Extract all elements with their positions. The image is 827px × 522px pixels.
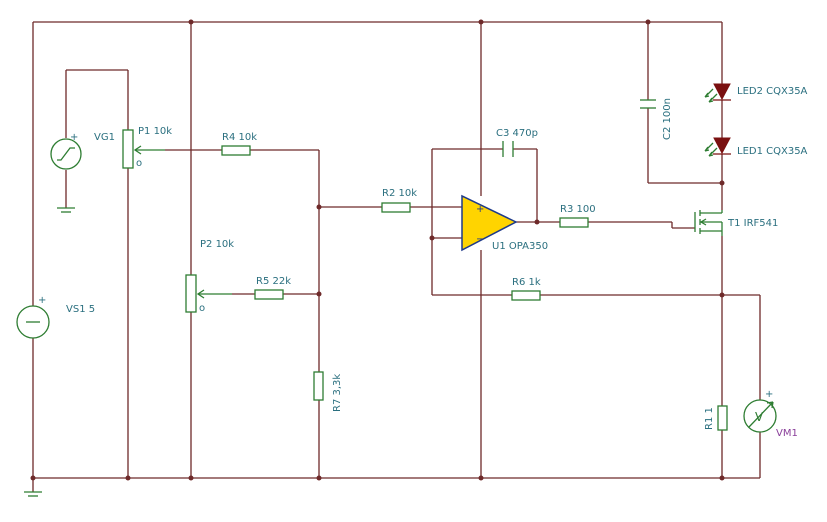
vs1-plus-sign: +	[38, 295, 46, 306]
ground-symbol-main	[24, 491, 42, 497]
r7-label: R7 3,3k	[332, 374, 343, 412]
voltmeter-vm1[interactable]: V + VM1	[743, 389, 798, 439]
potentiometer-p1[interactable]: o P1 10k	[122, 126, 172, 169]
c3-label: C3 470p	[496, 128, 538, 139]
mosfet-t1[interactable]: T1 IRF541	[694, 210, 778, 236]
r5-label: R5 22k	[256, 276, 291, 287]
r6-label: R6 1k	[512, 277, 541, 288]
p2-wiper-mark: o	[199, 303, 205, 314]
led-led2[interactable]: LED2 CQX35A	[704, 83, 808, 103]
vg1-plus-sign: +	[70, 132, 78, 143]
r1-label: R1 1	[704, 407, 715, 430]
resistor-r3[interactable]: R3 100	[559, 204, 596, 228]
led1-label: LED1 CQX35A	[737, 146, 808, 157]
t1-label: T1 IRF541	[727, 218, 778, 229]
ground-symbol-vg1	[57, 207, 75, 213]
function-generator-vg1[interactable]: + VG1	[50, 132, 115, 170]
resistor-r1[interactable]: R1 1	[704, 405, 728, 431]
r3-label: R3 100	[560, 204, 596, 215]
r2-label: R2 10k	[382, 188, 417, 199]
potentiometer-p2[interactable]: o P2 10k	[185, 239, 234, 314]
resistor-r5[interactable]: R5 22k	[254, 276, 291, 300]
u1-label: U1 OPA350	[492, 241, 548, 252]
u1-minus-input: −	[476, 234, 484, 245]
resistor-r4[interactable]: R4 10k	[221, 132, 257, 156]
vm1-symbol: V	[755, 410, 764, 424]
p2-label: P2 10k	[200, 239, 234, 250]
p1-label: P1 10k	[138, 126, 172, 137]
resistor-r7[interactable]: R7 3,3k	[313, 371, 343, 412]
vm1-label: VM1	[776, 428, 798, 439]
led-led1[interactable]: LED1 CQX35A	[704, 137, 808, 157]
wires	[32, 21, 761, 492]
capacitor-c3[interactable]: C3 470p	[496, 128, 538, 157]
resistor-r6[interactable]: R6 1k	[511, 277, 541, 301]
resistor-r2[interactable]: R2 10k	[381, 188, 417, 213]
p1-wiper-mark: o	[136, 158, 142, 169]
led2-label: LED2 CQX35A	[737, 86, 808, 97]
c2-label: C2 100n	[662, 98, 673, 140]
vg1-label: VG1	[94, 132, 115, 143]
junction-dots	[30, 19, 725, 481]
capacitor-c2[interactable]: C2 100n	[640, 98, 673, 140]
voltage-source-vs1[interactable]: + VS1 5	[16, 295, 95, 339]
opamp-u1[interactable]: + − U1 OPA350	[461, 194, 548, 252]
r4-label: R4 10k	[222, 132, 257, 143]
vm1-plus-sign: +	[765, 389, 773, 400]
u1-plus-input: +	[476, 204, 484, 215]
vs1-label: VS1 5	[66, 304, 95, 315]
